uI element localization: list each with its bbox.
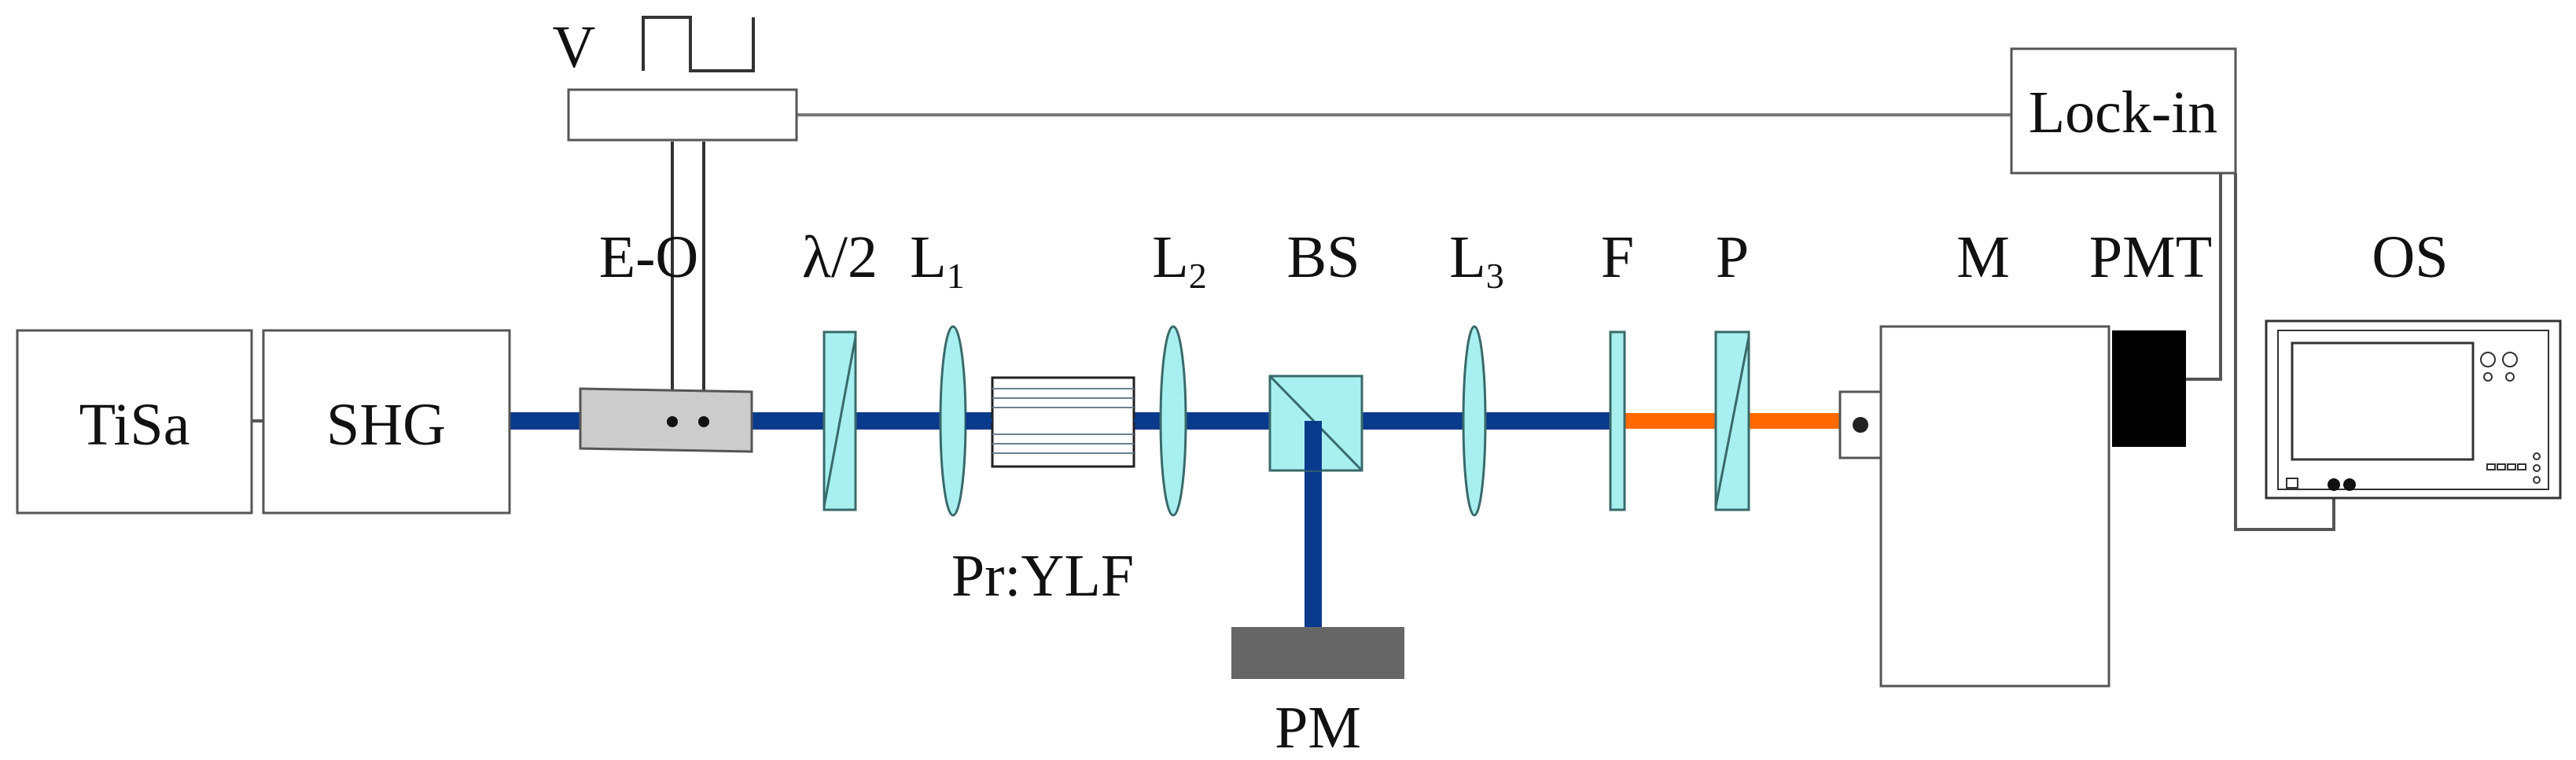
oscilloscope-power-switch xyxy=(2286,478,2298,489)
pmt-detector xyxy=(2112,330,2186,447)
lens-l2-label: L2 xyxy=(1152,224,1206,296)
lens-l3-label: L3 xyxy=(1449,224,1503,296)
half-wave-plate-axis xyxy=(822,336,857,507)
eo-modulator xyxy=(579,387,753,453)
eo-electrode-right xyxy=(698,416,709,427)
crystal-label: Pr:YLF xyxy=(951,543,1134,609)
oscilloscope-input-port xyxy=(2328,478,2340,491)
oscilloscope-side-knob xyxy=(2533,464,2541,472)
shg-label: SHG xyxy=(326,392,446,458)
lens-l1-label: L1 xyxy=(910,224,964,296)
polarizer-label: P xyxy=(1716,224,1749,290)
lockin-box xyxy=(2010,47,2237,175)
lens-l3 xyxy=(1462,325,1487,517)
oscilloscope-button xyxy=(2507,463,2516,470)
power-meter xyxy=(1231,627,1404,679)
monochromator-label: M xyxy=(1956,224,2010,290)
reflected-beam-to-power-meter xyxy=(1305,421,1322,629)
tisa-label: TiSa xyxy=(79,392,190,458)
square-wave-icon xyxy=(642,16,755,72)
oscilloscope-side-knob xyxy=(2533,452,2541,460)
crystal-pr-ylf xyxy=(991,376,1135,468)
shg-box xyxy=(262,329,511,515)
oscilloscope-side-knob xyxy=(2533,476,2541,484)
oscilloscope-label: OS xyxy=(2372,224,2448,290)
tisa-laser-box xyxy=(16,329,253,515)
eo-label: E-O xyxy=(599,224,699,290)
oscilloscope-knob xyxy=(2502,352,2518,367)
oscilloscope-knob-small xyxy=(2505,372,2515,382)
oscilloscope-knob-small xyxy=(2483,372,2493,382)
crystal-stripes xyxy=(992,388,1134,454)
oscilloscope-button xyxy=(2497,463,2506,470)
polarizer-axis xyxy=(1714,336,1750,507)
oscilloscope-button xyxy=(2517,463,2526,470)
monochromator xyxy=(1879,325,2110,688)
focus-cone-left xyxy=(966,412,992,430)
pmt-label: PMT xyxy=(2089,224,2212,290)
lens-l2 xyxy=(1159,325,1187,517)
oscilloscope xyxy=(2265,319,2562,500)
power-meter-label: PM xyxy=(1275,695,1361,760)
voltage-label: V xyxy=(553,14,596,80)
beam-splitter-label: BS xyxy=(1287,224,1360,290)
oscilloscope-input-port xyxy=(2343,478,2356,491)
oscilloscope-button xyxy=(2486,463,2496,470)
oscilloscope-knob xyxy=(2480,352,2496,367)
filter-label: F xyxy=(1601,224,1634,290)
eo-driver-box xyxy=(567,88,798,142)
lens-l1 xyxy=(939,325,967,517)
eo-electrode-left xyxy=(667,416,678,427)
reflected-beam-through-splitter xyxy=(1305,421,1322,470)
filter xyxy=(1609,330,1626,511)
entrance-slit-aperture xyxy=(1853,417,1868,433)
pmt-to-lockin-cable xyxy=(2186,173,2222,381)
oscilloscope-screen xyxy=(2291,341,2475,461)
lockin-label: Lock-in xyxy=(2029,79,2218,146)
half-wave-label: λ/2 xyxy=(802,224,878,290)
lockin-to-oscilloscope-cable xyxy=(2234,173,2335,531)
focus-cone-right xyxy=(1134,412,1161,430)
